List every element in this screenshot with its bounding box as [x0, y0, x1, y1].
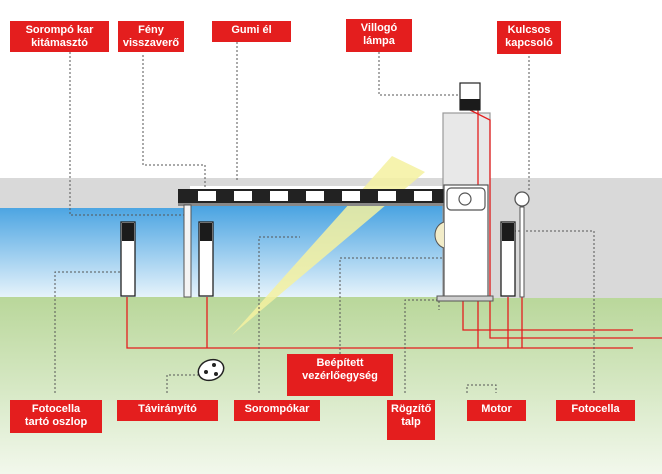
photocell-post-3	[500, 221, 516, 297]
wall-mid	[190, 178, 445, 186]
key-switch	[514, 191, 530, 207]
label-base: Rögzítő talp	[387, 400, 435, 440]
label-key-switch: Kulcsos kapcsoló	[497, 21, 561, 54]
photocell-post-1	[120, 221, 136, 297]
body-side-bulge	[434, 221, 445, 249]
leader-lines	[54, 42, 595, 393]
label-motor: Motor	[467, 400, 526, 421]
arm-stripes	[198, 191, 432, 201]
flashing-lamp-base	[460, 99, 480, 110]
label-barrier-arm: Sorompókar	[234, 400, 320, 421]
remote-control-icon	[197, 358, 225, 382]
label-rubber-edge: Gumi él	[212, 21, 291, 42]
label-photocell-post: Fotocella tartó oszlop	[10, 400, 102, 433]
label-reflector: Fény visszaverő	[118, 21, 184, 52]
label-photocell: Fotocella	[556, 400, 635, 421]
arm-support-post	[183, 204, 192, 298]
rubber-edge	[178, 203, 446, 206]
motor-hub	[458, 192, 472, 206]
label-flashing-lamp: Villogó lámpa	[346, 19, 412, 52]
key-switch-post	[519, 206, 525, 298]
wall-left	[0, 178, 190, 208]
base-plate	[436, 295, 494, 302]
label-arm-support: Sorompó kar kitámasztó	[10, 21, 109, 52]
label-controller: Beépített vezérlőegység	[287, 354, 393, 396]
photocell-post-2	[198, 221, 214, 297]
label-remote: Távirányító	[117, 400, 218, 421]
